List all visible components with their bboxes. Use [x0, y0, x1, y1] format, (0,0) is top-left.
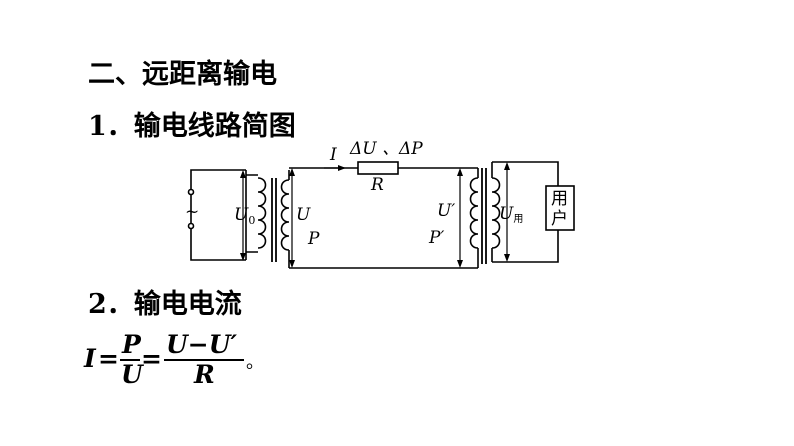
p-prime-label: P′	[428, 228, 444, 248]
item-2-number: 2	[88, 289, 107, 320]
item-2-text: ．输电电流	[106, 289, 242, 320]
item-1-number: 1	[88, 111, 107, 142]
source-terminal-top	[187, 188, 195, 196]
fraction-1-denominator: U	[121, 360, 143, 389]
fraction-1-numerator: P	[122, 330, 141, 359]
item-1-text: ．输电线路简图	[106, 111, 296, 142]
u-prime-label: U′	[437, 201, 455, 221]
fraction-2-bar	[164, 359, 244, 361]
fraction-1-bar	[120, 359, 140, 361]
item-2-title: 2．输电电流	[88, 282, 242, 321]
load-label-line2: 户	[551, 209, 568, 229]
fraction-2-denominator: R	[194, 360, 215, 389]
p-label: P	[307, 229, 320, 249]
ac-source-symbol: ~	[185, 202, 199, 222]
load-box	[545, 185, 575, 231]
formula-equals-2: =	[141, 344, 162, 373]
u-user-label: U用	[499, 204, 523, 225]
step-down-secondary-coil	[491, 162, 501, 262]
formula-period: 。	[246, 352, 264, 373]
resistor-label: R	[370, 175, 384, 195]
formula-equals-1: =	[98, 344, 119, 373]
u0-label: U0	[234, 205, 255, 227]
load-label-line1: 用	[551, 189, 568, 209]
section-heading: 二、远距离输电	[88, 59, 277, 90]
source-wires	[190, 169, 246, 261]
u-label: U	[296, 205, 311, 225]
step-down-primary-coil	[469, 168, 479, 268]
resistor	[357, 161, 399, 175]
item-1-title: 1．输电线路简图	[88, 104, 296, 143]
step-up-secondary-coil	[280, 170, 290, 268]
resistor-top-label: ΔU 、ΔP	[349, 139, 423, 159]
user-wire-bottom	[492, 230, 559, 263]
fraction-2-numerator: U−U′	[166, 330, 238, 359]
source-terminal-bottom	[187, 222, 195, 230]
step-up-primary-coil	[246, 174, 267, 253]
current-formula: I = P U = U−U′ R 。	[84, 330, 284, 390]
current-label: I	[329, 145, 337, 165]
formula-lhs: I	[84, 344, 96, 373]
current-arrow-head	[338, 165, 346, 171]
user-wire-top	[492, 161, 559, 186]
